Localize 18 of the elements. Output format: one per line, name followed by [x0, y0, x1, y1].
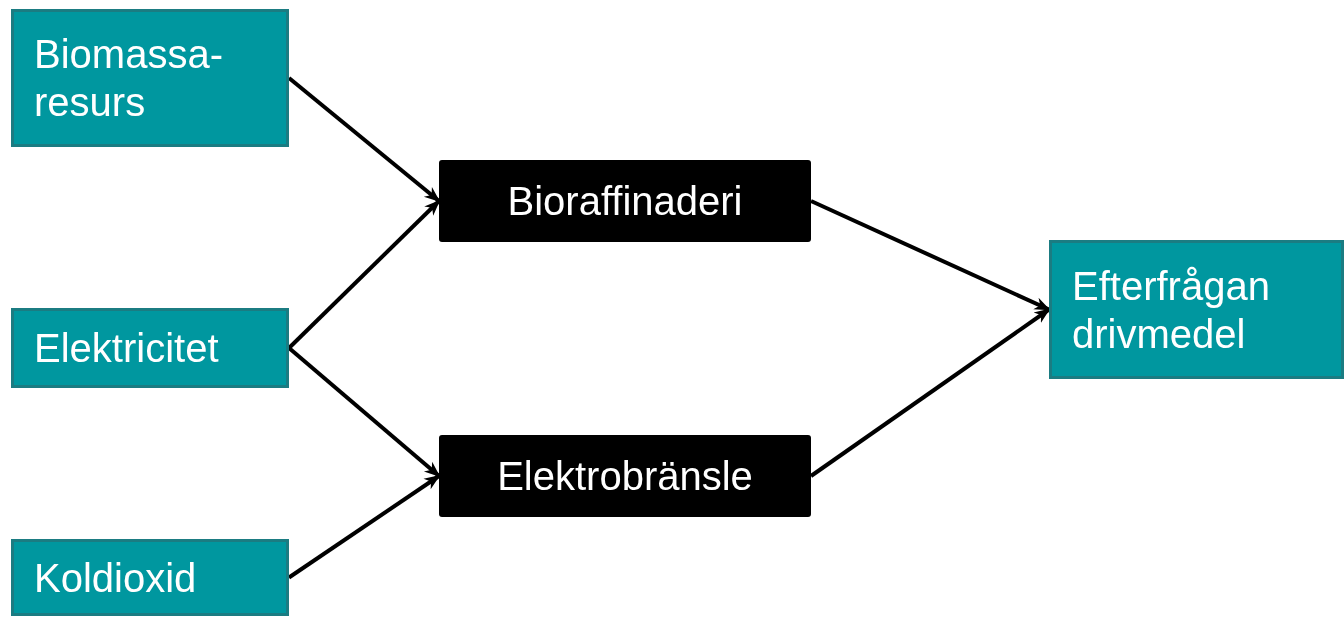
node-label: Elektrobränsle — [497, 453, 753, 500]
arrow — [809, 307, 1051, 478]
arrow — [287, 199, 441, 350]
process-box — [439, 160, 811, 242]
node-label: Koldioxid — [34, 554, 197, 602]
node-label: Biomassa- resurs — [34, 31, 224, 126]
input-box — [11, 539, 289, 616]
process-box — [439, 435, 811, 517]
input-box — [11, 9, 289, 147]
node-label: Elektricitet — [34, 325, 219, 372]
arrow — [287, 474, 441, 580]
node-label: Bioraffinaderi — [507, 178, 743, 225]
arrow — [810, 199, 1051, 312]
node-label: Efterfrågan drivmedel — [1072, 262, 1271, 358]
input-box — [1049, 240, 1344, 379]
arrow — [287, 76, 441, 203]
input-box — [11, 308, 289, 388]
arrow — [287, 346, 441, 478]
